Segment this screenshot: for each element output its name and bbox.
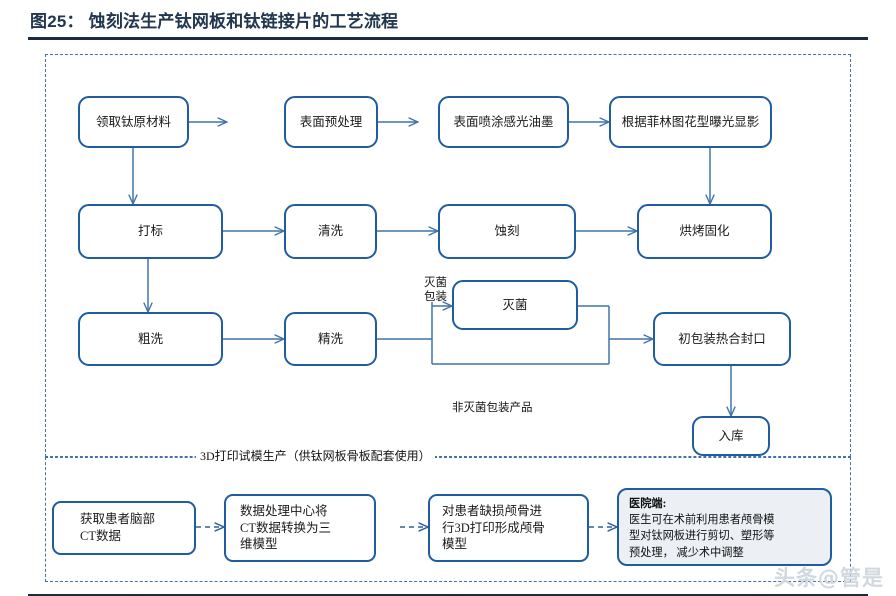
hospital-note-title: 医院端:: [629, 498, 667, 510]
node-cleaning[interactable]: 清洗: [284, 204, 377, 259]
node-bake-cure[interactable]: 烘烤固化: [637, 204, 772, 259]
page-title: 图25： 蚀刻法生产钛网板和钛链接片的工艺流程: [30, 12, 399, 31]
node-fine-wash[interactable]: 精洗: [284, 312, 377, 366]
figure-title-bar: 图25： 蚀刻法生产钛网板和钛链接片的工艺流程: [0, 0, 896, 44]
title-divider: [28, 37, 868, 40]
node-label: 对患者缺损颅骨进 行3D打印形成颅骨 模型: [442, 503, 545, 552]
node-label: 打标: [137, 224, 163, 239]
connector-layer: [0, 44, 896, 596]
node-rough-wash[interactable]: 粗洗: [78, 312, 223, 366]
node-photoresist-spray[interactable]: 表面喷涂感光油墨: [438, 96, 569, 148]
hospital-note-body: 医生可在术前利用患者颅骨模 型对钛网板进行剪切、塑形等 预处理， 减少术中调整: [629, 514, 775, 559]
node-label: 表面预处理: [299, 114, 363, 129]
node-marking[interactable]: 打标: [78, 204, 223, 259]
watermark: 头条@管是: [774, 566, 884, 590]
node-label: 粗洗: [137, 331, 163, 346]
node-label: 入库: [718, 428, 744, 443]
sterile-packaging-label: 灭菌 包装: [424, 277, 447, 304]
flowchart-canvas: 3D打印试模生产（供钛网板骨板配套使用） 领取钛原材料 表面预处理 表面喷涂感光…: [0, 44, 896, 596]
node-data-center[interactable]: 数据处理中心将 CT数据转换为三 维模型: [224, 494, 376, 562]
node-label: 精洗: [317, 331, 343, 346]
node-heat-seal[interactable]: 初包装热合封口: [653, 312, 791, 366]
node-label: 烘烤固化: [679, 224, 730, 239]
node-warehouse[interactable]: 入库: [692, 416, 770, 456]
node-ct-scan[interactable]: 获取患者脑部 CT数据: [52, 501, 196, 555]
node-film-exposure[interactable]: 根据菲林图花型曝光显影: [609, 96, 772, 148]
node-label: 灭菌: [502, 297, 528, 312]
node-label: 数据处理中心将 CT数据转换为三 维模型: [240, 503, 331, 552]
node-raw-material[interactable]: 领取钛原材料: [78, 96, 189, 148]
node-label: 蚀刻: [494, 224, 520, 239]
node-label: 获取患者脑部 CT数据: [80, 512, 156, 543]
node-label: 初包装热合封口: [678, 331, 766, 346]
printing-section-region: [45, 457, 851, 582]
node-label: 根据菲林图花型曝光显影: [621, 114, 760, 129]
node-etching[interactable]: 蚀刻: [438, 204, 576, 259]
node-label: 领取钛原材料: [95, 114, 171, 129]
main-process-region: [45, 54, 851, 457]
non-sterile-product-label: 非灭菌包装产品: [452, 402, 533, 414]
node-label: 表面喷涂感光油墨: [453, 114, 554, 129]
bottom-divider: [28, 593, 868, 596]
node-hospital-note[interactable]: 医院端: 医生可在术前利用患者颅骨模 型对钛网板进行剪切、塑形等 预处理， 减少…: [617, 488, 832, 566]
node-print-skull[interactable]: 对患者缺损颅骨进 行3D打印形成颅骨 模型: [428, 494, 589, 562]
node-sterilize[interactable]: 灭菌: [452, 280, 578, 330]
node-surface-pretreat[interactable]: 表面预处理: [284, 96, 378, 148]
printing-section-label: 3D打印试模生产（供钛网板骨板配套使用）: [196, 449, 435, 464]
node-label: 清洗: [317, 224, 343, 239]
